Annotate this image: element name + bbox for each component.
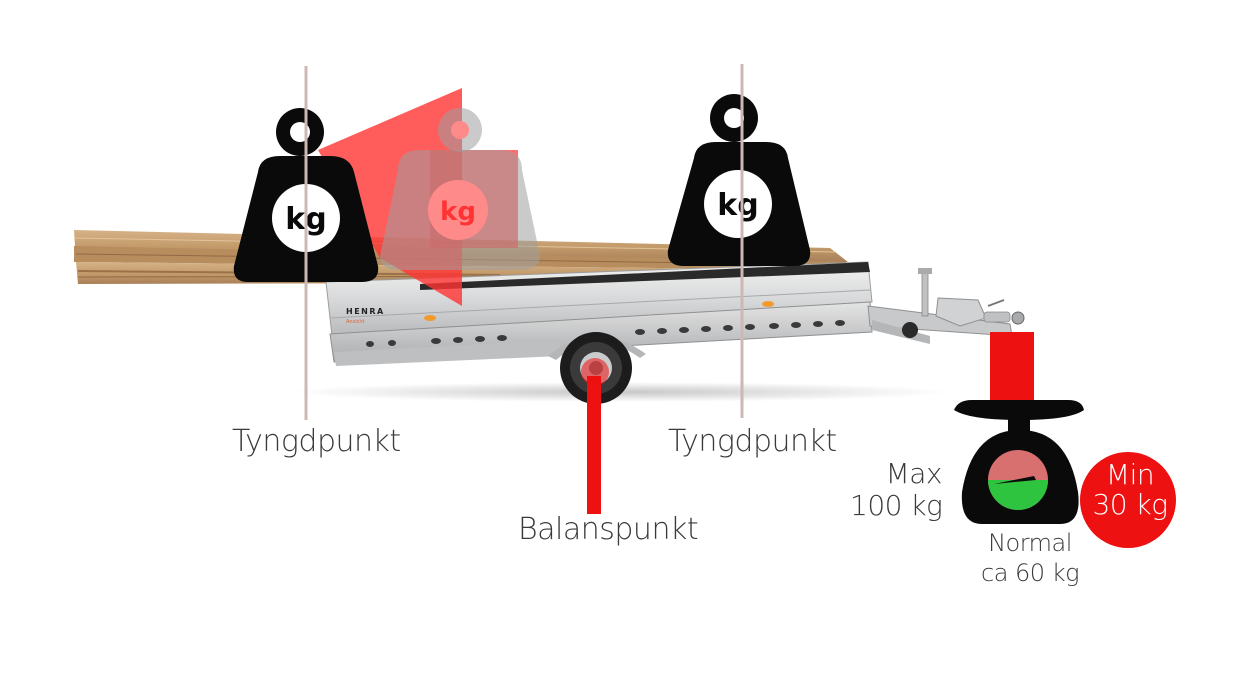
ghost-weight-red: kg xyxy=(318,88,540,306)
normal-load-label: Normal ca 60 kg xyxy=(968,528,1092,588)
max-load-label: Max 100 kg xyxy=(850,457,943,522)
balance-point-label: Balanspunkt xyxy=(518,512,699,547)
max-label-line2: 100 kg xyxy=(850,489,943,522)
max-label-line1: Max xyxy=(885,457,943,490)
weight-right-unit: kg xyxy=(717,188,758,223)
trailer-brand-logo: HENRA xyxy=(346,307,385,316)
ghost-weight-unit: kg xyxy=(440,197,476,227)
normal-label-line2: ca 60 kg xyxy=(981,559,1080,587)
nose-load-bar xyxy=(990,332,1034,404)
svg-text:Ansicht: Ansicht xyxy=(346,319,365,325)
weight-right: kg xyxy=(667,94,811,266)
min-load-label: Min 30 kg xyxy=(1082,456,1178,548)
balance-point-marker xyxy=(581,358,609,514)
min-label-line1: Min xyxy=(1105,458,1155,491)
trailer: HENRA Ansicht xyxy=(325,261,1025,404)
nose-weight-scale xyxy=(954,400,1084,524)
gravity-label-left: Tyngdpunkt xyxy=(232,424,401,459)
normal-label-line1: Normal xyxy=(988,529,1072,557)
gravity-label-right: Tyngdpunkt xyxy=(668,424,837,459)
min-label-line2: 30 kg xyxy=(1092,488,1168,521)
min-badge xyxy=(1080,452,1176,548)
